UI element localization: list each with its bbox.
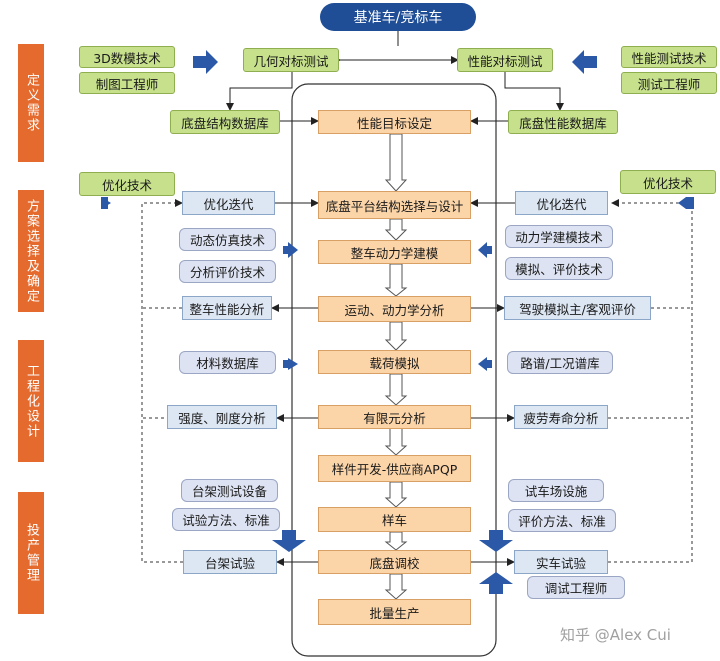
stage-solution-selection: 方案选择及确定 [18, 190, 44, 312]
3d-model-tech: 3D数模技术 [79, 46, 175, 68]
tuning-engineer: 调试工程师 [527, 576, 625, 599]
stage-production-management: 投产管理 [18, 492, 44, 614]
optimization-iteration-left: 优化迭代 [182, 191, 275, 215]
performance-target-setting: 性能目标设定 [318, 110, 471, 134]
chassis-performance-database: 底盘性能数据库 [508, 110, 618, 134]
blue-block-arrows [101, 50, 694, 594]
analysis-evaluation-tech: 分析评价技术 [179, 260, 276, 283]
performance-benchmark-test: 性能对标测试 [457, 48, 553, 72]
dynamic-simulation-tech: 动态仿真技术 [179, 228, 276, 251]
material-database: 材料数据库 [179, 351, 276, 374]
vehicle-road-test: 实车试验 [514, 550, 608, 574]
road-spectrum-library: 路谱/工况谱库 [507, 351, 613, 374]
optimization-tech-right: 优化技术 [620, 170, 716, 194]
mass-production: 批量生产 [318, 599, 471, 625]
driving-simulator-evaluation: 驾驶模拟主/客观评价 [504, 296, 651, 320]
test-engineer: 测试工程师 [621, 72, 717, 94]
stage-engineering-design: 工程化设计 [18, 340, 44, 462]
performance-to-perf-db-line [504, 72, 564, 111]
optimization-iteration-right: 优化迭代 [515, 191, 608, 215]
drafting-engineer: 制图工程师 [79, 72, 175, 94]
vehicle-performance-analysis: 整车性能分析 [182, 296, 272, 320]
dynamics-modeling-tech: 动力学建模技术 [505, 225, 613, 248]
chassis-structure-database: 底盘结构数据库 [170, 110, 280, 134]
main-flow-arrows [384, 133, 408, 600]
finite-element-analysis: 有限元分析 [318, 405, 471, 429]
platform-structure-design: 底盘平台结构选择与设计 [318, 191, 471, 219]
optimization-tech-left: 优化技术 [79, 172, 175, 196]
bench-test: 台架试验 [183, 550, 277, 574]
evaluation-methods-standards: 评价方法、标准 [508, 509, 616, 532]
performance-test-tech: 性能测试技术 [621, 46, 717, 68]
prototype-part-development: 样件开发-供应商APQP [318, 455, 471, 482]
geometric-benchmark-test: 几何对标测试 [243, 48, 339, 72]
watermark: 知乎 @Alex Cui [560, 626, 671, 644]
main-frame [291, 83, 497, 657]
bench-test-equipment: 台架测试设备 [181, 479, 278, 502]
test-methods-standards: 试验方法、标准 [172, 508, 280, 531]
simulation-evaluation-tech: 模拟、评价技术 [505, 257, 613, 280]
geometric-to-struct-db-line [226, 72, 293, 111]
proving-ground-facilities: 试车场设施 [508, 479, 604, 502]
chassis-tuning: 底盘调校 [318, 550, 471, 574]
load-simulation: 载荷模拟 [318, 350, 471, 374]
fatigue-life-analysis: 疲劳寿命分析 [514, 405, 608, 429]
prototype-vehicle: 样车 [318, 507, 471, 532]
strength-stiffness-analysis: 强度、刚度分析 [167, 405, 277, 429]
kinematics-dynamics-analysis: 运动、动力学分析 [318, 296, 471, 322]
benchmark-vehicle-node: 基准车/竞标车 [320, 3, 476, 31]
stage-define-requirements: 定义需求 [18, 44, 44, 162]
vehicle-dynamics-modeling: 整车动力学建模 [318, 240, 471, 264]
